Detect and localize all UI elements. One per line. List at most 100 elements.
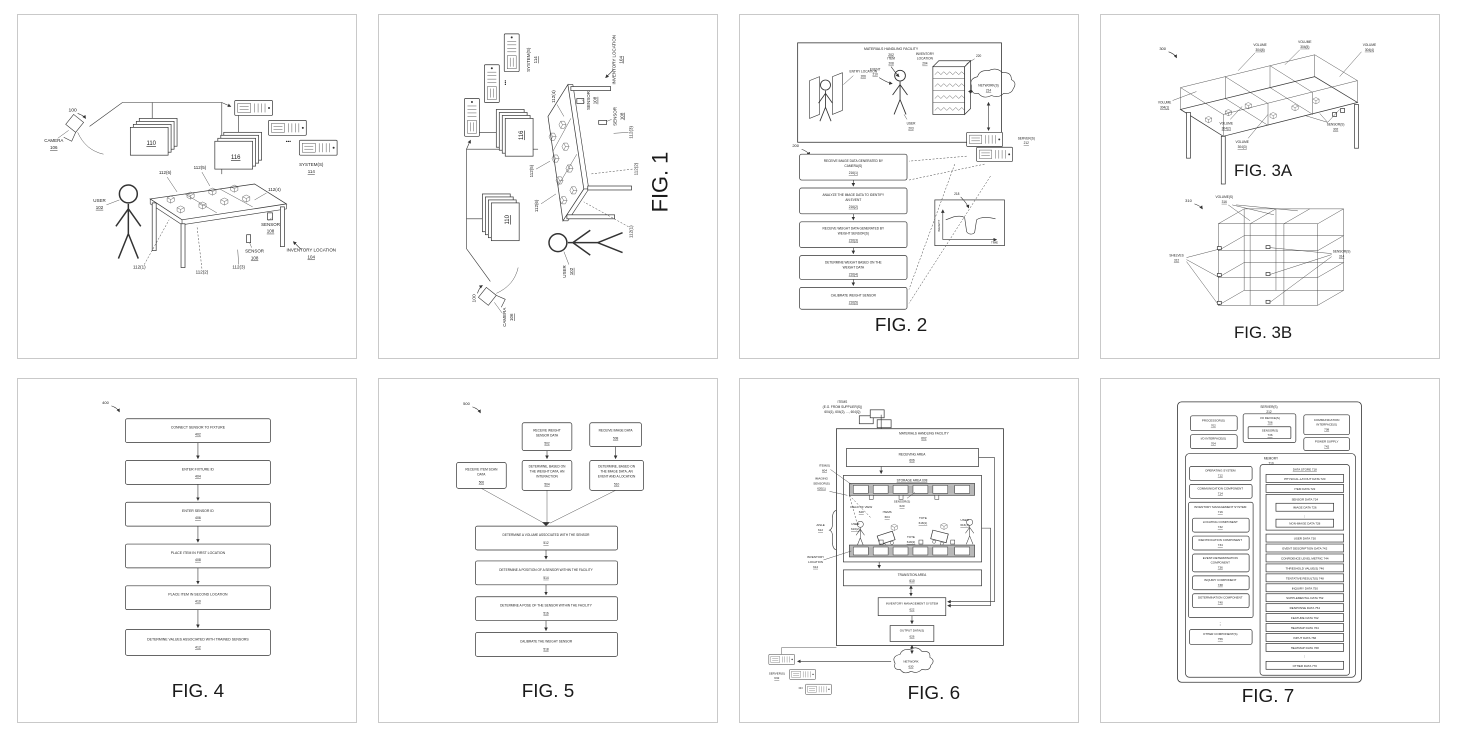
svg-text:104: 104 xyxy=(308,255,316,260)
svg-text:INVENTORY: INVENTORY xyxy=(807,555,824,559)
svg-text:512: 512 xyxy=(543,541,549,545)
svg-text:110: 110 xyxy=(146,141,156,147)
table-drawing xyxy=(149,183,288,268)
svg-text:I/O DEVICE(S): I/O DEVICE(S) xyxy=(1260,416,1280,420)
svg-text:216(1): 216(1) xyxy=(849,171,858,175)
svg-text:ITEM: ITEM xyxy=(887,57,895,61)
svg-text:THE IMAGE DATA, AN: THE IMAGE DATA, AN xyxy=(600,469,633,473)
svg-text:114: 114 xyxy=(308,169,316,174)
svg-text:740: 740 xyxy=(1218,601,1223,605)
svg-text:504: 504 xyxy=(544,482,550,486)
fig4-flowchart: CONNECT SENSOR TO FIXTURE 402 ENTER FIXT… xyxy=(125,418,271,656)
svg-text:216(2): 216(2) xyxy=(849,205,858,209)
svg-text:OTHER COMPONENT(S): OTHER COMPONENT(S) xyxy=(1203,632,1237,636)
svg-text:618(1): 618(1) xyxy=(919,521,928,525)
svg-text:410: 410 xyxy=(195,600,201,604)
fig5-flowchart: RECEIVE WEIGHT SENSOR DATA 502 RECEIVE I… xyxy=(456,422,644,657)
svg-text:INVENTORY MANAGEMENT SYSTEM: INVENTORY MANAGEMENT SYSTEM xyxy=(886,602,939,606)
svg-text:736: 736 xyxy=(1268,433,1273,437)
svg-text:610: 610 xyxy=(909,579,915,583)
svg-text:THE WEIGHT DATA, AN: THE WEIGHT DATA, AN xyxy=(530,469,565,473)
sensor-right-label: SENSOR 108 xyxy=(261,217,281,234)
svg-text:716: 716 xyxy=(1218,510,1223,514)
svg-text:734: 734 xyxy=(1218,543,1223,547)
svg-text:304(5): 304(5) xyxy=(1300,45,1309,49)
svg-text:630: 630 xyxy=(909,664,914,668)
svg-text:INTERFACE(S): INTERFACE(S) xyxy=(1316,423,1337,427)
svg-text:CALIBRATE THE WEIGHT SENSOR: CALIBRATE THE WEIGHT SENSOR xyxy=(520,639,573,643)
svg-text:216(4): 216(4) xyxy=(849,272,858,276)
svg-text:203: 203 xyxy=(908,126,914,130)
svg-text:112(3): 112(3) xyxy=(232,265,245,270)
svg-text:220: 220 xyxy=(976,54,982,58)
svg-text:RECEIVE WEIGHT DATA GENERATED: RECEIVE WEIGHT DATA GENERATED BY xyxy=(823,227,886,231)
svg-text:ENTRY LOCATION: ENTRY LOCATION xyxy=(850,70,878,74)
shelf-ref-label: 220 xyxy=(966,54,982,64)
svg-text:AISLE: AISLE xyxy=(816,523,824,527)
fig1-scene-rotated xyxy=(464,34,638,327)
svg-text:214: 214 xyxy=(986,89,992,93)
svg-text:INQUIRY COMPONENT: INQUIRY COMPONENT xyxy=(1204,578,1237,582)
svg-text:604: 604 xyxy=(885,515,890,519)
svg-text:212: 212 xyxy=(1266,410,1272,414)
entry-location-label: ENTRY LOCATION 206 xyxy=(843,70,878,85)
svg-text:NON-IMAGE DATA 728: NON-IMAGE DATA 728 xyxy=(1289,522,1320,526)
svg-text:IDENTIFICATION COMPONENT: IDENTIFICATION COMPONENT xyxy=(1199,538,1243,542)
svg-text:RECEIVE IMAGE DATA: RECEIVE IMAGE DATA xyxy=(599,429,634,433)
svg-text:314: 314 xyxy=(1339,255,1345,259)
svg-text:SENSOR: SENSOR xyxy=(261,222,281,227)
panel-fig7[interactable]: SERVER(S) 212 PROCESSOR(S) 702 I/O INTER… xyxy=(1100,378,1440,723)
svg-text:USER DATA 730: USER DATA 730 xyxy=(1294,537,1317,541)
svg-text:SERVER(S): SERVER(S) xyxy=(1018,136,1035,140)
svg-text:PROCESSOR(S): PROCESSOR(S) xyxy=(1202,419,1225,423)
panel-fig1[interactable]: 100 CAMERA 106 110 116 xyxy=(17,14,357,359)
svg-text:WEIGHT SENSOR(S): WEIGHT SENSOR(S) xyxy=(838,232,869,236)
svg-text:INTERACTION: INTERACTION xyxy=(536,474,558,478)
fig6-caption: FIG. 6 xyxy=(908,683,960,704)
svg-text:604(1), 604(2), ..., 604(Q): 604(1), 604(2), ..., 604(Q) xyxy=(824,410,860,414)
svg-text:DETERMINE A POSE OF THE SENSOR: DETERMINE A POSE OF THE SENSOR WITHIN TH… xyxy=(500,604,593,608)
svg-text:VOLUME: VOLUME xyxy=(1253,43,1266,47)
svg-text:108: 108 xyxy=(251,256,259,261)
receiving-area: RECEIVING AREA 606 xyxy=(846,448,979,467)
panel-fig4[interactable]: 400 CONNECT SENSOR TO FIXTURE 402 ENTER … xyxy=(17,378,357,723)
fig3a-drawing xyxy=(1179,54,1359,185)
svg-text:VOLUME(S): VOLUME(S) xyxy=(1215,195,1233,199)
svg-text:112(4): 112(4) xyxy=(268,187,281,192)
svg-text:SENSOR(S): SENSOR(S) xyxy=(1262,429,1279,433)
svg-text:INQUIRY DATA 750: INQUIRY DATA 750 xyxy=(1292,586,1319,590)
svg-text:FIELD OF VIEW: FIELD OF VIEW xyxy=(850,505,872,509)
panel-fig2[interactable]: MATERIALS HANDLING FACILITY 202 ENTRY LO… xyxy=(739,14,1079,359)
svg-text:208: 208 xyxy=(888,62,894,66)
output-box: OUTPUT DATA(S) 626 xyxy=(889,625,935,642)
ellipsis: ••• xyxy=(799,685,804,690)
svg-text:604: 604 xyxy=(822,468,827,472)
svg-text:VOLUME: VOLUME xyxy=(1298,40,1311,44)
fig3a-caption: FIG. 3A xyxy=(1234,161,1293,180)
svg-text:304(3): 304(3) xyxy=(1238,145,1247,149)
ims-box: INVENTORY MANAGEMENT SYSTEM 622 xyxy=(877,597,947,616)
svg-text:516: 516 xyxy=(543,612,549,616)
svg-text:ITEM(S): ITEM(S) xyxy=(819,463,830,467)
svg-text:CAMERA: CAMERA xyxy=(44,138,63,143)
data-store-column: DATA STORE 718 PHYSICAL-LAYOUT DATA 720 … xyxy=(1259,464,1350,676)
memory-title: MEMORY xyxy=(1264,457,1279,461)
svg-text:616(2): 616(2) xyxy=(851,527,860,531)
event-label: EVENT 210 xyxy=(870,68,893,85)
svg-text:SENSOR: SENSOR xyxy=(245,249,265,254)
storage-area: STORAGE AREA 608 FIELD OF VIEW 628 SENSO… xyxy=(843,475,982,563)
svg-text:THRESHOLD VALUE(S) 746: THRESHOLD VALUE(S) 746 xyxy=(1286,566,1325,570)
svg-text:708: 708 xyxy=(1324,428,1329,432)
panel-fig1-rotated[interactable]: FIG. 1 xyxy=(378,14,718,359)
svg-text:STORAGE AREA 608: STORAGE AREA 608 xyxy=(897,478,928,482)
svg-text:ITEMS: ITEMS xyxy=(838,400,848,404)
svg-text:304(1): 304(1) xyxy=(1160,105,1169,109)
panel-fig6[interactable]: ITEMS (E.G. FROM SUPPLIER(S)) 604(1), 60… xyxy=(739,378,1079,723)
panel-fig5[interactable]: 500 RECEIVE WEIGHT SENSOR DATA 502 RECEI… xyxy=(378,378,718,723)
svg-text:704: 704 xyxy=(1211,442,1216,446)
svg-text:112(5): 112(5) xyxy=(194,165,207,170)
